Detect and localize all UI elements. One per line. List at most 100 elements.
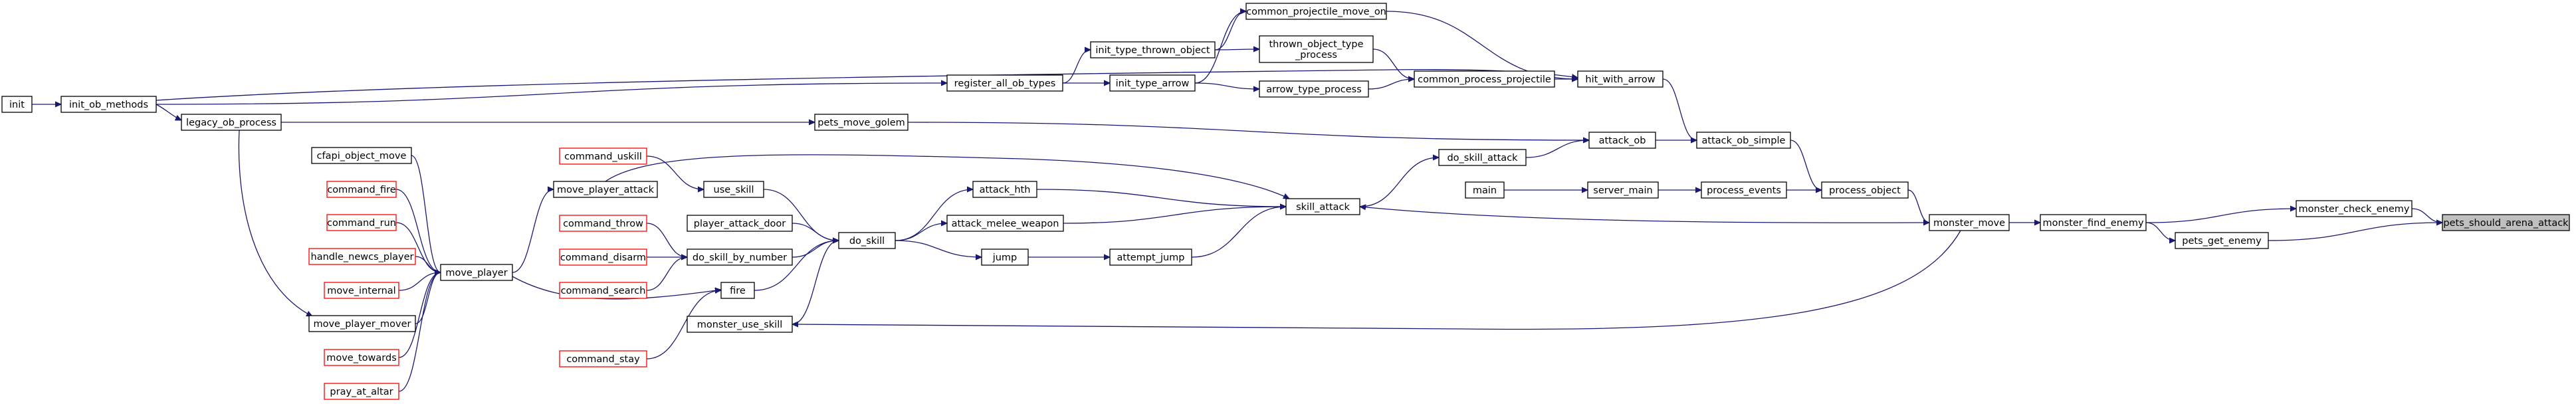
edge-player-attack-door-to-do-skill <box>792 223 839 241</box>
node-label: jump <box>992 252 1018 263</box>
node-do-skill-by-number[interactable]: do_skill_by_number <box>687 249 793 266</box>
node-command-disarm[interactable]: command_disarm <box>559 249 647 266</box>
node-command-search[interactable]: command_search <box>559 282 647 299</box>
node-box <box>1588 132 1656 149</box>
node-label: common_process_projectile <box>1418 74 1551 85</box>
node-arrow-type-process[interactable]: arrow_type_process <box>1259 80 1369 98</box>
node-label: cfapi_object_move <box>317 151 407 161</box>
node-label: main <box>1473 185 1497 196</box>
node-attempt-jump[interactable]: attempt_jump <box>1109 249 1192 266</box>
node-thrown-object-type-process[interactable]: thrown_object_type_process <box>1259 35 1374 63</box>
node-command-fire[interactable]: command_fire <box>326 181 397 198</box>
node-box <box>703 181 764 198</box>
node-box <box>559 249 647 266</box>
node-jump[interactable]: jump <box>981 249 1029 266</box>
node-box <box>687 215 793 232</box>
node-move-player[interactable]: move_player <box>440 264 513 281</box>
node-init[interactable]: init <box>1 96 33 113</box>
edge-common-projectile-move-on-to-hit-with-arrow <box>1386 11 1578 79</box>
node-hit-with-arrow[interactable]: hit_with_arrow <box>1577 70 1664 88</box>
node-label: attack_hth <box>980 185 1031 195</box>
edge-command-uskill-to-use-skill <box>646 155 704 189</box>
edge-do-skill-to-jump <box>895 240 982 257</box>
node-label: process_object <box>1829 185 1901 196</box>
node-move-towards[interactable]: move_towards <box>324 349 399 366</box>
node-monster-move[interactable]: monster_move <box>1929 214 2010 231</box>
node-label: server_main <box>1593 185 1652 196</box>
node-pray-at-altar[interactable]: pray_at_altar <box>324 383 399 400</box>
node-box <box>2442 214 2570 231</box>
node-pets-get-enemy[interactable]: pets_get_enemy <box>2175 232 2269 249</box>
node-box <box>311 147 412 164</box>
node-label: init <box>9 100 25 110</box>
node-monster-check-enemy[interactable]: monster_check_enemy <box>2296 200 2413 217</box>
node-move-player-attack[interactable]: move_player_attack <box>553 181 658 198</box>
node-init-ob-methods[interactable]: init_ob_methods <box>60 96 157 113</box>
node-attack-ob-simple[interactable]: attack_ob_simple <box>1696 132 1791 149</box>
edge-do-skill-attack-to-attack-ob <box>1525 140 1589 158</box>
node-register-all-ob-types[interactable]: register_all_ob_types <box>946 74 1063 92</box>
edge-attempt-jump-to-skill-attack <box>1191 207 1286 258</box>
node-handle-newcs-player[interactable]: handle_newcs_player <box>308 248 416 265</box>
node-command-uskill[interactable]: command_uskill <box>559 148 647 165</box>
node-attack-hth[interactable]: attack_hth <box>972 181 1037 198</box>
node-init-type-thrown-object[interactable]: init_type_thrown_object <box>1090 41 1216 58</box>
node-init-type-arrow[interactable]: init_type_arrow <box>1109 74 1196 92</box>
node-monster-find-enemy[interactable]: monster_find_enemy <box>2040 214 2147 231</box>
node-command-throw[interactable]: command_throw <box>559 215 647 232</box>
node-label: do_skill_by_number <box>693 252 787 263</box>
node-use-skill[interactable]: use_skill <box>703 181 764 198</box>
node-label: attack_ob <box>1599 136 1646 146</box>
node-box <box>1 96 33 113</box>
edge-move-player-attack-to-skill-attack <box>605 154 1289 199</box>
edges-layer <box>32 11 2442 392</box>
node-box <box>1414 70 1555 88</box>
edge-register-all-ob-types-to-init-type-thrown-object <box>1062 50 1091 84</box>
node-cfapi-object-move[interactable]: cfapi_object_move <box>311 147 412 164</box>
node-label: command_stay <box>566 354 640 365</box>
node-box <box>326 214 397 231</box>
node-legacy-ob-process[interactable]: legacy_ob_process <box>181 114 282 131</box>
node-server-main[interactable]: server_main <box>1587 181 1659 199</box>
edge-command-throw-to-do-skill-by-number <box>646 223 687 257</box>
edge-init-type-thrown-object-to-thrown-object-type-process <box>1214 49 1259 50</box>
node-attack-ob[interactable]: attack_ob <box>1588 132 1656 149</box>
node-box <box>1109 74 1196 92</box>
node-do-skill[interactable]: do_skill <box>838 232 896 249</box>
node-label: command_run <box>327 218 396 229</box>
node-process-object[interactable]: process_object <box>1821 181 1909 199</box>
node-box <box>1109 249 1192 266</box>
edge-attack-ob-simple-to-process-object <box>1790 140 1822 190</box>
node-do-skill-attack[interactable]: do_skill_attack <box>1438 149 1527 166</box>
edge-command-fire-to-move-player <box>395 189 441 272</box>
node-pets-should-arena-attack[interactable]: pets_should_arena_attack <box>2442 214 2570 231</box>
edge-attack-melee-weapon-to-skill-attack <box>1063 207 1286 224</box>
edge-legacy-ob-process-to-move-player-mover <box>238 130 312 317</box>
node-move-internal[interactable]: move_internal <box>324 282 399 299</box>
node-fire[interactable]: fire <box>720 282 755 299</box>
nodes-layer: pets_should_arena_attack monster_check_en… <box>1 3 2570 400</box>
node-label: command_fire <box>327 185 395 195</box>
node-box <box>1701 181 1787 199</box>
node-common-projectile-move-on[interactable]: common_projectile_move_on <box>1245 3 1387 20</box>
node-label: do_skill <box>849 236 885 247</box>
node-monster-use-skill[interactable]: monster_use_skill <box>687 316 793 333</box>
node-command-stay[interactable]: command_stay <box>559 350 647 367</box>
node-skill-attack[interactable]: skill_attack <box>1285 198 1360 215</box>
node-box <box>559 282 647 299</box>
node-label: monster_check_enemy <box>2299 204 2410 215</box>
edge-move-towards-to-move-player <box>398 272 441 358</box>
node-move-player-mover[interactable]: move_player_mover <box>308 315 416 332</box>
edge-pets-move-golem-to-attack-ob <box>907 122 1589 140</box>
node-label: move_internal <box>327 286 395 296</box>
node-attack-melee-weapon[interactable]: attack_melee_weapon <box>946 215 1064 232</box>
node-box <box>1821 181 1909 199</box>
node-process-events[interactable]: process_events <box>1701 181 1787 199</box>
edge-monster-find-enemy-to-pets-get-enemy <box>2145 222 2175 241</box>
node-player-attack-door[interactable]: player_attack_door <box>687 215 793 232</box>
node-common-process-projectile[interactable]: common_process_projectile <box>1414 70 1555 88</box>
node-pets-move-golem[interactable]: pets_move_golem <box>814 114 909 131</box>
node-box <box>972 181 1037 198</box>
node-command-run[interactable]: command_run <box>326 214 397 231</box>
node-main[interactable]: main <box>1465 181 1505 199</box>
